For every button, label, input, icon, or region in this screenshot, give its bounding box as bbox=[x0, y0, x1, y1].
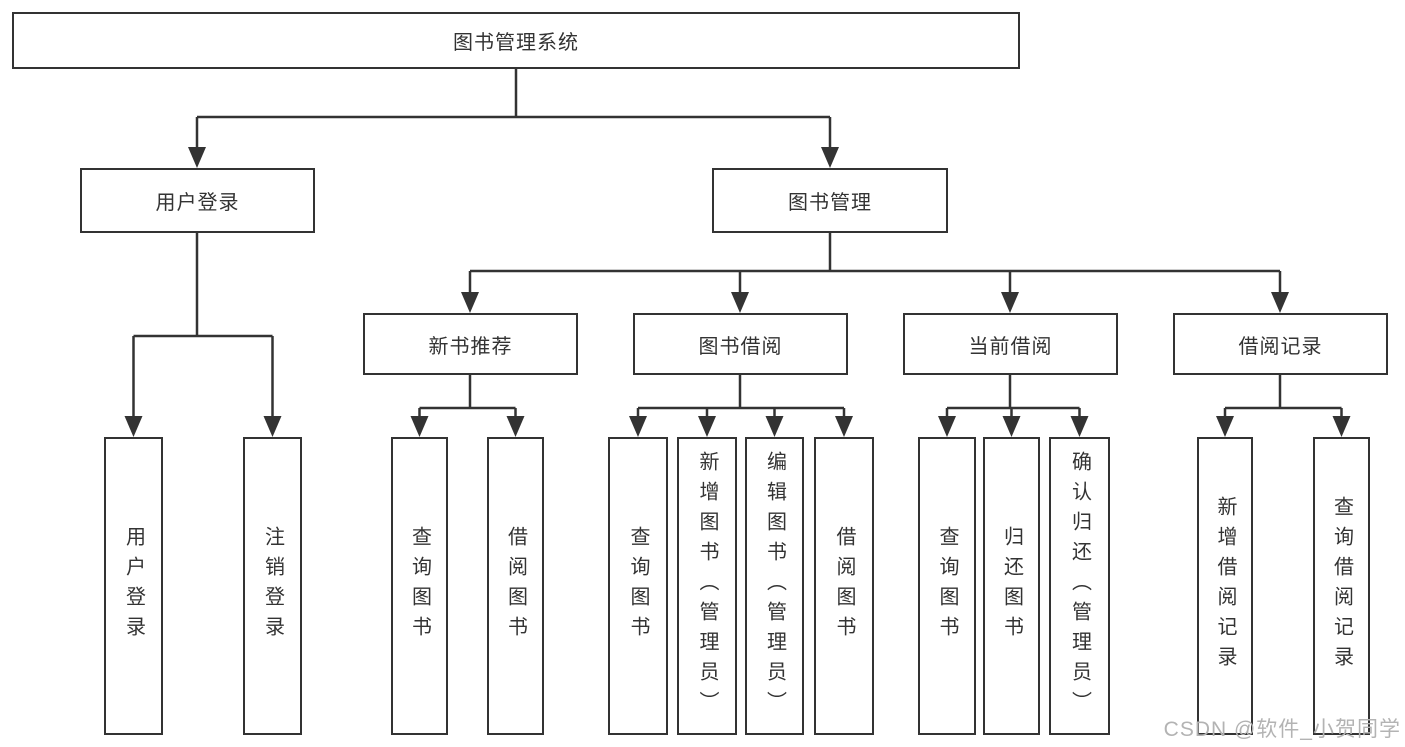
leaf-label: 查询图书 bbox=[627, 526, 649, 646]
leaf-label: 新增借阅记录 bbox=[1214, 496, 1236, 676]
leaf-logout: 注销登录 bbox=[243, 437, 302, 735]
node-book-management: 图书管理 bbox=[712, 168, 948, 233]
leaf-query-borrow-record: 查询借阅记录 bbox=[1313, 437, 1370, 735]
leaf-return-book: 归还图书 bbox=[983, 437, 1040, 735]
leaf-borrow-books-recommend: 借阅图书 bbox=[487, 437, 544, 735]
leaf-label: 借阅图书 bbox=[833, 526, 855, 646]
node-borrow-records: 借阅记录 bbox=[1173, 313, 1388, 375]
leaf-label: 查询借阅记录 bbox=[1330, 496, 1353, 676]
leaf-label: 借阅图书 bbox=[504, 526, 527, 646]
node-label: 图书管理 bbox=[788, 192, 872, 214]
node-new-book-recommend: 新书推荐 bbox=[363, 313, 578, 375]
leaf-label: 新增图书（管理员） bbox=[696, 451, 718, 721]
leaf-borrow-books: 借阅图书 bbox=[814, 437, 874, 735]
leaf-label: 编辑图书（管理员） bbox=[763, 451, 786, 721]
node-label: 借阅记录 bbox=[1238, 335, 1323, 358]
leaf-edit-book-admin: 编辑图书（管理员） bbox=[745, 437, 804, 735]
leaf-user-login: 用户登录 bbox=[104, 437, 163, 735]
leaf-query-books-current: 查询图书 bbox=[918, 437, 976, 735]
leaf-query-books-borrow: 查询图书 bbox=[608, 437, 668, 735]
node-label: 用户登录 bbox=[155, 192, 240, 214]
node-current-borrow: 当前借阅 bbox=[903, 313, 1118, 375]
leaf-query-books-recommend: 查询图书 bbox=[391, 437, 448, 735]
node-label: 图书借阅 bbox=[698, 335, 783, 358]
leaf-label: 查询图书 bbox=[408, 526, 431, 646]
node-label: 新书推荐 bbox=[428, 335, 513, 358]
watermark-text: CSDN @软件_小贺同学 bbox=[1163, 718, 1401, 741]
leaf-label: 用户登录 bbox=[122, 526, 145, 646]
node-label: 图书管理系统 bbox=[453, 32, 579, 54]
leaf-label: 注销登录 bbox=[261, 526, 284, 646]
leaf-label: 归还图书 bbox=[1000, 526, 1023, 646]
leaf-add-book-admin: 新增图书（管理员） bbox=[677, 437, 737, 735]
node-user-login: 用户登录 bbox=[80, 168, 315, 233]
leaf-add-borrow-record: 新增借阅记录 bbox=[1197, 437, 1253, 735]
leaf-label: 确认归还（管理员） bbox=[1068, 451, 1091, 721]
leaf-confirm-return-admin: 确认归还（管理员） bbox=[1049, 437, 1110, 735]
node-label: 当前借阅 bbox=[968, 335, 1053, 358]
node-library-management-system: 图书管理系统 bbox=[12, 12, 1020, 69]
node-book-borrow: 图书借阅 bbox=[633, 313, 848, 375]
leaf-label: 查询图书 bbox=[936, 526, 958, 646]
arrowheads bbox=[124, 147, 1351, 437]
